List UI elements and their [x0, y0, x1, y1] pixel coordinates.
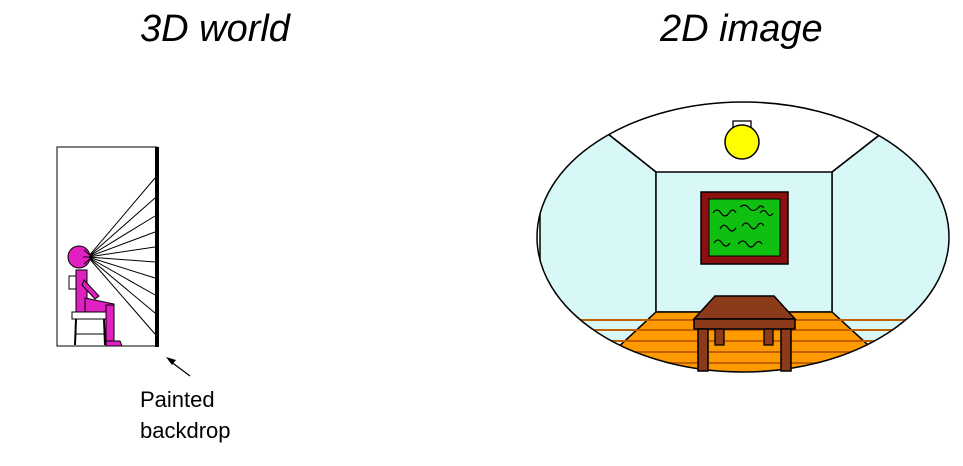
seated-person	[67, 245, 123, 347]
two-d-image-scene	[536, 101, 950, 373]
ceiling-lamp	[724, 120, 760, 160]
painted-backdrop-label: Painted backdrop	[140, 384, 231, 446]
annotation-arrow	[166, 357, 191, 377]
three-d-world-scene	[56, 146, 191, 377]
stool	[71, 311, 109, 346]
table	[692, 295, 797, 372]
left-panel-title: 3D world	[140, 8, 290, 50]
right-panel-title: 2D image	[660, 8, 823, 50]
wall-painting	[700, 191, 789, 265]
label-line-1: Painted	[140, 387, 215, 412]
chair-back	[68, 275, 77, 290]
label-line-2: backdrop	[140, 418, 231, 443]
view-rays	[87, 177, 156, 335]
image-oval-border	[536, 101, 950, 373]
